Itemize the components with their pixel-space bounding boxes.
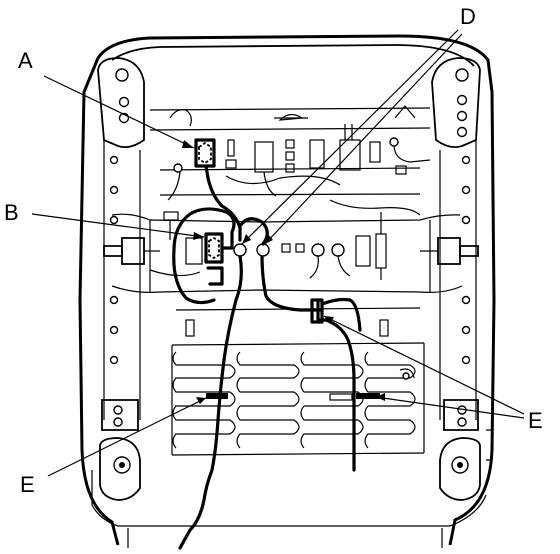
connector-a-housing <box>194 138 216 168</box>
seat-frame-outline <box>78 34 496 548</box>
callout-d: D <box>460 4 476 29</box>
callout-b: B <box>4 200 19 225</box>
clip-e-left <box>206 393 228 399</box>
clip-e-middle <box>310 298 324 324</box>
callout-labels: A B D E E <box>4 4 543 497</box>
seat-springs <box>171 307 425 456</box>
connector-b-housing <box>204 232 224 264</box>
connector-d-left <box>233 243 247 257</box>
callout-e-right: E <box>528 408 543 433</box>
callout-e-left: E <box>20 472 35 497</box>
right-side-rail <box>431 57 493 501</box>
connector-d-right <box>256 243 270 257</box>
connector-symbols <box>198 141 220 260</box>
upper-cross-members <box>149 105 431 201</box>
callout-a: A <box>18 48 33 73</box>
left-side-rail <box>97 57 145 501</box>
clip-e-right <box>356 393 380 399</box>
leader-lines <box>31 29 525 477</box>
middle-cross-member <box>103 199 479 293</box>
